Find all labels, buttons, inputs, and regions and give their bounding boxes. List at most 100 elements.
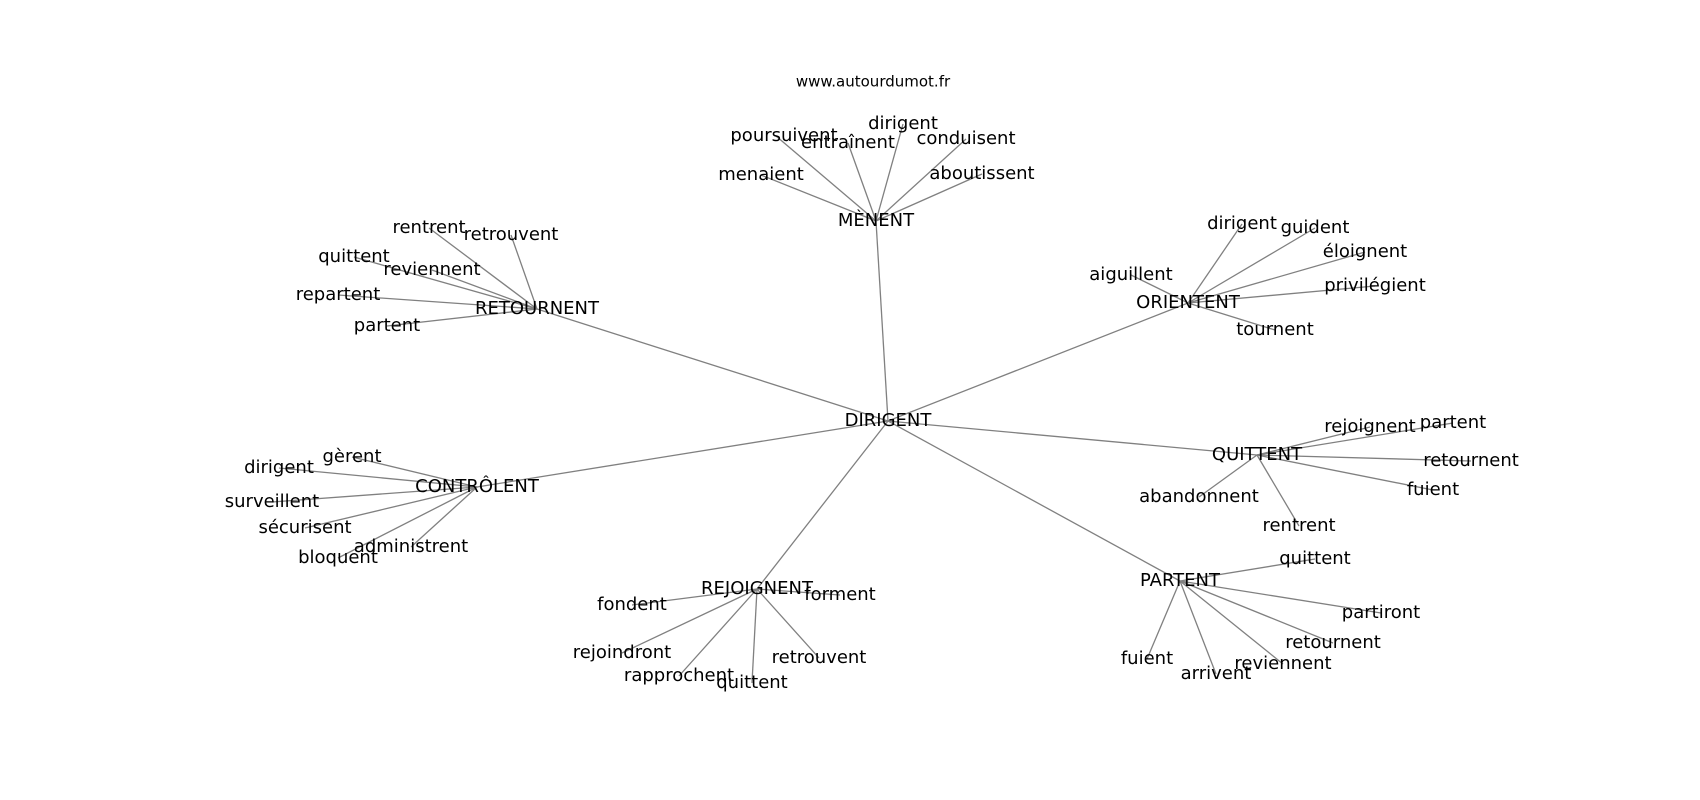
edge-hub-leaf	[760, 174, 877, 222]
edge-hub-leaf	[1256, 454, 1472, 462]
edge-hub-leaf	[1187, 227, 1316, 304]
edge-hub-leaf	[1187, 251, 1366, 304]
leaf-node-label: rentrent	[1262, 515, 1335, 536]
leaf-node-label: aiguillent	[1089, 264, 1172, 285]
edge-hub-leaf	[386, 308, 538, 327]
hub-node-label: REJOIGNENT	[701, 578, 814, 599]
edge-hub-leaf	[337, 486, 478, 559]
hub-node-label: QUITTENT	[1212, 444, 1303, 465]
leaf-node-label: conduisent	[916, 128, 1015, 149]
leaf-node-label: abandonnent	[1139, 486, 1259, 507]
leaf-node-label: dirigent	[868, 113, 938, 134]
edge-hub-leaf	[1146, 580, 1181, 660]
edge-hub-leaf	[510, 234, 538, 310]
edge-hub-leaf	[631, 588, 758, 606]
leaf-node-label: partent	[354, 315, 420, 336]
edge-hub-leaf	[678, 588, 758, 677]
leaf-node-label: bloquent	[298, 547, 378, 568]
edge-hub-leaf	[1198, 454, 1258, 498]
leaf-node-label: quittent	[716, 672, 788, 693]
edge-center-hub	[476, 420, 889, 488]
leaf-node-label: reviennent	[1234, 653, 1331, 674]
leaf-node-label: sécurisent	[258, 517, 351, 538]
edge-center-hub	[887, 302, 1189, 422]
leaf-node-label: guident	[1281, 217, 1350, 238]
edge-center-hub	[756, 420, 889, 590]
edge-hub-leaf	[304, 486, 478, 529]
leaf-node-label: dirigent	[1207, 213, 1277, 234]
edge-hub-leaf	[1179, 580, 1284, 665]
leaf-node-label: forment	[804, 584, 876, 605]
leaf-node-label: retournent	[1423, 450, 1519, 471]
edge-hub-leaf	[756, 588, 820, 659]
edge-hub-leaf	[1179, 580, 1217, 675]
leaf-node-label: retrouvent	[464, 224, 559, 245]
edge-hub-leaf	[1187, 302, 1276, 331]
edge-center-hub	[887, 420, 1258, 456]
hub-node-label: ORIENTENT	[1136, 292, 1241, 313]
hub-node-label: PARTENT	[1140, 570, 1221, 591]
node-labels: DIRIGENTMÈNENTpoursuivententraînentdirig…	[225, 113, 1519, 693]
edge-hub-leaf	[431, 269, 538, 310]
edge-hub-leaf	[428, 227, 538, 310]
edge-hub-leaf	[1187, 223, 1243, 304]
leaf-node-label: surveillent	[225, 491, 319, 512]
leaf-node-label: privilégient	[1324, 275, 1426, 296]
leaf-node-label: fuient	[1407, 479, 1459, 500]
edge-hub-leaf	[847, 142, 877, 222]
edge-hub-leaf	[1179, 580, 1334, 644]
hub-node-label: RETOURNENT	[475, 298, 600, 319]
edge-hub-leaf	[1256, 454, 1300, 527]
leaf-node-label: rentrent	[392, 217, 465, 238]
leaf-node-label: fuient	[1121, 648, 1173, 669]
leaf-node-label: poursuivent	[730, 125, 837, 146]
edge-hub-leaf	[1256, 454, 1434, 491]
edge-hub-leaf	[1187, 285, 1376, 304]
leaf-node-label: partiront	[1342, 602, 1420, 623]
leaf-node-label: administrent	[354, 536, 468, 557]
edge-center-hub	[536, 308, 889, 422]
center-node-label: DIRIGENT	[845, 410, 933, 431]
leaf-node-label: gèrent	[322, 446, 381, 467]
hub-node-label: MÈNENT	[838, 209, 915, 231]
edge-hub-leaf	[271, 486, 478, 503]
leaf-node-label: tournent	[1236, 319, 1314, 340]
leaf-node-label: repartent	[296, 284, 381, 305]
hub-node-label: CONTRÔLENT	[415, 475, 540, 497]
leaf-node-label: arrivent	[1181, 663, 1252, 684]
edges	[271, 123, 1472, 684]
edge-hub-leaf	[621, 588, 758, 654]
leaf-node-label: partent	[1420, 412, 1486, 433]
leaf-node-label: entraînent	[801, 132, 895, 153]
leaf-node-label: rapprochent	[624, 665, 734, 686]
edge-hub-leaf	[410, 486, 478, 548]
leaf-node-label: rejoignent	[1324, 416, 1415, 437]
edge-hub-leaf	[875, 173, 983, 222]
edge-hub-leaf	[751, 588, 758, 684]
leaf-node-label: éloignent	[1323, 241, 1407, 262]
leaf-node-label: retrouvent	[772, 647, 867, 668]
edge-hub-leaf	[1179, 580, 1382, 614]
edge-hub-leaf	[756, 588, 841, 596]
site-url: www.autourdumot.fr	[796, 73, 951, 91]
edge-hub-leaf	[1256, 426, 1371, 456]
edge-center-hub	[887, 420, 1181, 582]
edge-hub-leaf	[775, 135, 877, 222]
leaf-node-label: rejoindront	[573, 642, 671, 663]
edge-hub-leaf	[351, 456, 478, 488]
leaf-node-label: quittent	[318, 246, 390, 267]
edge-hub-leaf	[353, 256, 538, 310]
leaf-node-label: quittent	[1279, 548, 1351, 569]
edge-hub-leaf	[875, 138, 967, 222]
leaf-node-label: fondent	[597, 594, 667, 615]
edge-hub-leaf	[337, 294, 538, 310]
leaf-node-label: retournent	[1285, 632, 1381, 653]
leaf-node-label: menaient	[718, 164, 804, 185]
edge-hub-leaf	[1130, 274, 1189, 304]
leaf-node-label: aboutissent	[929, 163, 1034, 184]
edge-hub-leaf	[1179, 558, 1316, 582]
edge-hub-leaf	[278, 467, 478, 488]
edge-hub-leaf	[875, 123, 904, 222]
edge-hub-leaf	[1256, 422, 1454, 456]
